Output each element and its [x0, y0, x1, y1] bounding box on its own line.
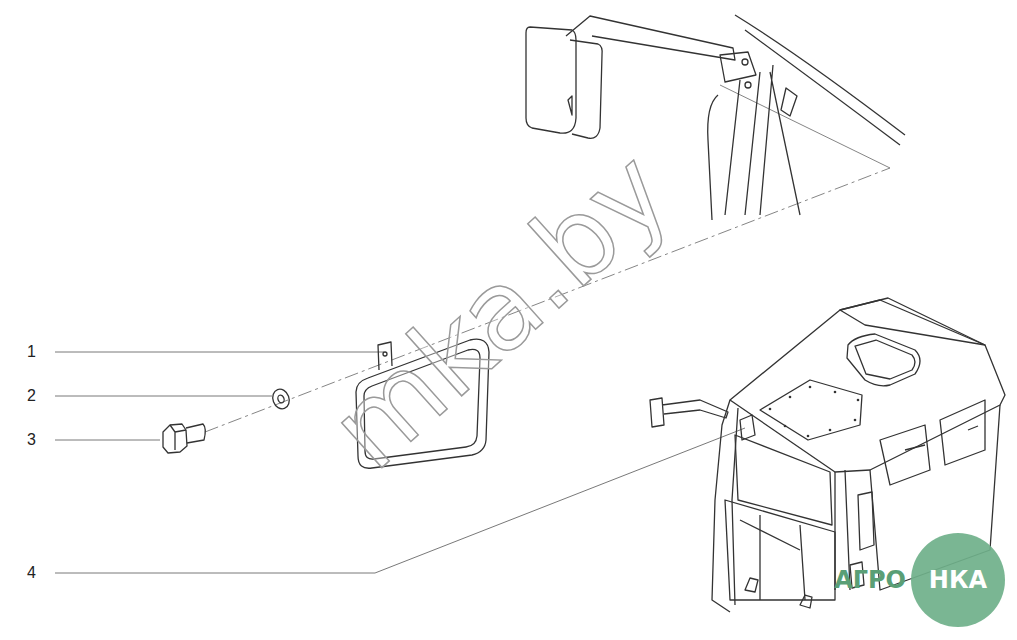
leader-line [55, 396, 272, 397]
logo-heading: АГРО [834, 568, 906, 592]
logo-circle-fill [911, 533, 1005, 627]
leader-line [55, 440, 160, 441]
callout-number: 1 [27, 344, 36, 360]
callout-number: 2 [27, 388, 36, 404]
callout-number: 3 [27, 432, 36, 448]
bolt-part [163, 424, 205, 453]
callout-number: 4 [27, 565, 36, 581]
logo-text: НКА [929, 568, 987, 592]
washer-part [270, 387, 292, 411]
logo-circle: АГРОНКА [910, 532, 1006, 628]
axis-line [720, 85, 890, 168]
leader-line [55, 352, 384, 353]
watermark: mka.by [312, 133, 687, 487]
